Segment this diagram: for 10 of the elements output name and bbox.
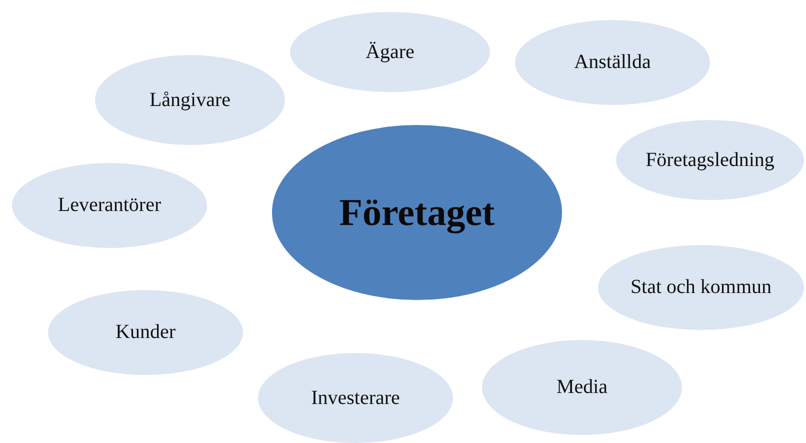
stakeholder-label: Investerare bbox=[311, 386, 400, 410]
stakeholder-label: Leverantörer bbox=[58, 194, 162, 217]
stakeholder-label: Företagsledning bbox=[646, 148, 774, 172]
stakeholder-label: Media bbox=[556, 376, 608, 399]
stakeholder-label: Ägare bbox=[366, 40, 414, 64]
stakeholder-label: Stat och kommun bbox=[630, 276, 772, 299]
company-label: Företaget bbox=[339, 190, 495, 234]
stakeholder-label: Långivare bbox=[149, 88, 231, 112]
stakeholder-label: Anställda bbox=[574, 51, 651, 74]
stakeholder-label: Kunder bbox=[116, 321, 176, 344]
